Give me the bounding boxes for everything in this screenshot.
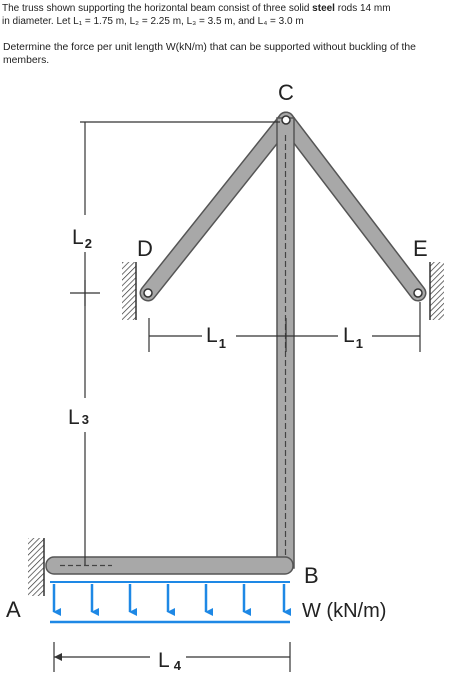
label-L1-right: L1 [343, 324, 363, 351]
dimension-L1 [148, 302, 421, 352]
label-D: D [137, 236, 153, 261]
pin-D [143, 288, 153, 298]
member-DC [139, 111, 295, 302]
distributed-load [50, 581, 291, 624]
problem-statement: The truss shown supporting the horizonta… [2, 2, 466, 28]
problem-text-steel: steel [312, 3, 335, 14]
label-L1-left: L1 [206, 324, 226, 351]
label-L2: L2 [72, 226, 92, 251]
wall-support-D [122, 262, 137, 320]
problem-text-start: The truss shown supporting the horizonta… [2, 3, 313, 14]
dimension-L4 [53, 642, 291, 672]
pin-C [281, 115, 291, 125]
member-CE [277, 111, 427, 302]
label-C: C [278, 80, 294, 105]
problem-lengths: in diameter. Let L₁ = 1.75 m, L₂ = 2.25 … [2, 16, 304, 27]
pin-E [413, 288, 423, 298]
label-A: A [6, 597, 21, 622]
label-E: E [413, 236, 428, 261]
beam-AB [45, 556, 294, 575]
load-label-W: W (kN/m) [302, 600, 386, 622]
label-B: B [304, 563, 319, 588]
wall-support-A [28, 538, 45, 596]
problem-question: Determine the force per unit length W(kN… [3, 42, 416, 66]
problem-text-end: rods 14 mm [334, 3, 391, 14]
wall-support-E [429, 262, 444, 320]
dimension-vertical [70, 121, 280, 565]
